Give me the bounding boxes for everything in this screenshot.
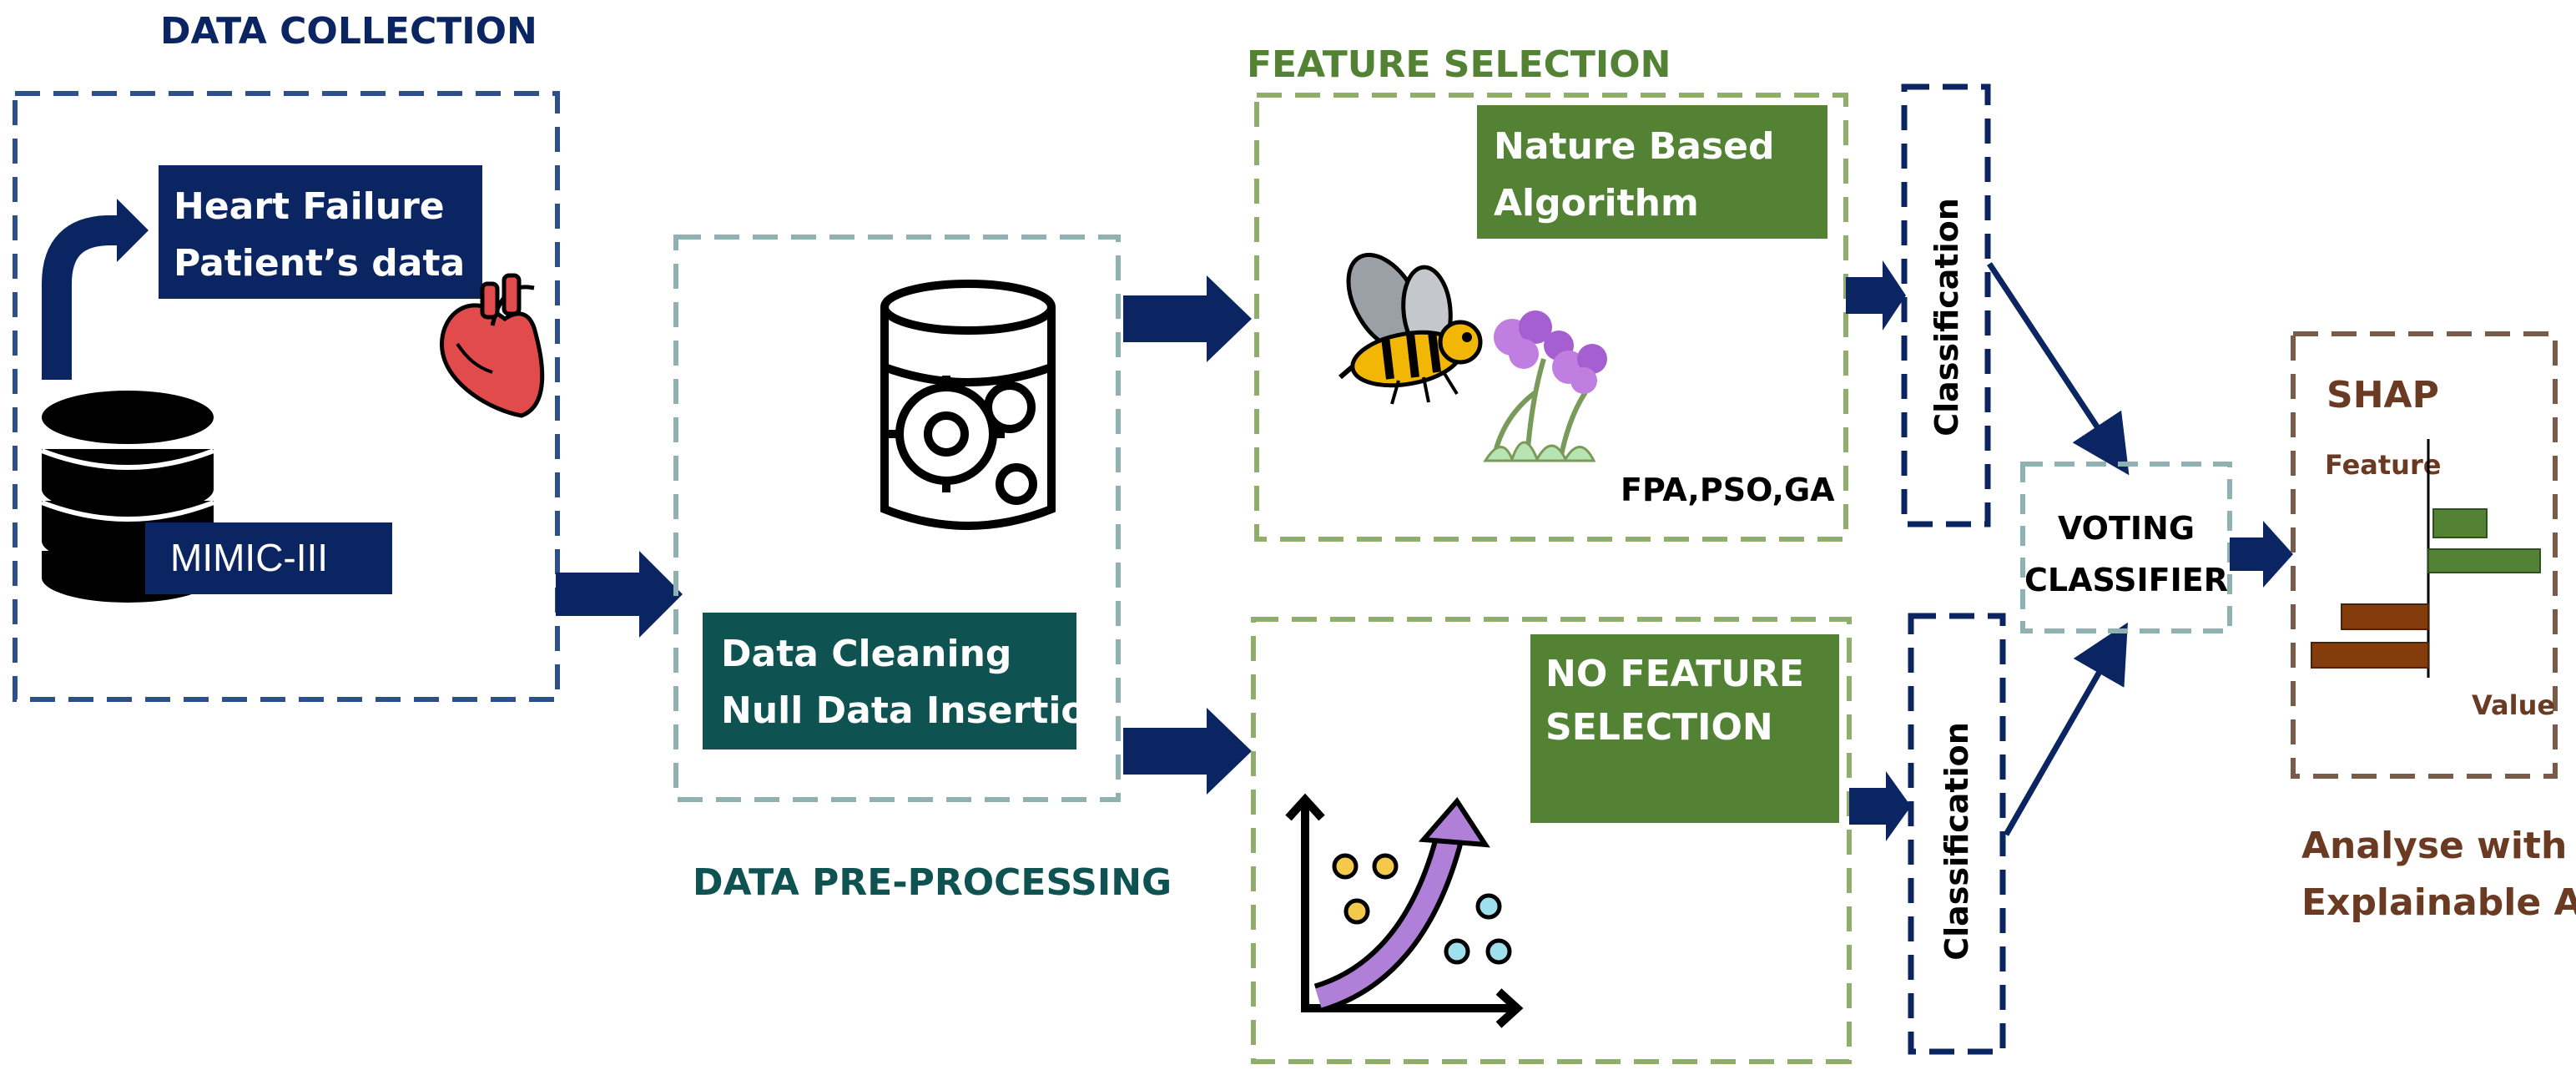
shap-frame xyxy=(2291,331,2558,779)
algorithm-list: FPA,PSO,GA xyxy=(1621,472,1835,508)
growth-chart-icon xyxy=(1285,793,1524,1028)
dataset-label: MIMIC-III xyxy=(170,536,328,579)
arrow-preprocessing-to-nofeature xyxy=(1123,708,1252,795)
shap-title: SHAP xyxy=(2326,374,2439,416)
shap-caption-line2: Explainable AI xyxy=(2301,881,2576,924)
nature-based-box xyxy=(1477,105,1827,239)
voting-line1: VOTING xyxy=(2058,510,2195,547)
flower-icon xyxy=(1483,310,1607,463)
no-feature-box xyxy=(1530,634,1839,823)
shap-value-label: Value xyxy=(2472,689,2555,721)
classification-label-top: Classification xyxy=(1928,198,1965,437)
patient-data-box xyxy=(159,165,482,299)
no-feature-line2: SELECTION xyxy=(1545,706,1773,749)
upload-arrow-icon xyxy=(42,199,149,380)
shap-feature-label: Feature xyxy=(2325,449,2441,481)
arrow-nature-to-classification xyxy=(1846,260,1906,331)
gear-database-icon xyxy=(880,280,1056,530)
heart-icon xyxy=(440,273,545,418)
arrow-voting-to-shap xyxy=(2230,521,2293,588)
patient-data-line2: Patient’s data xyxy=(174,242,465,285)
arrow-nofeature-to-classification xyxy=(1849,771,1911,841)
arrow-classification-bottom-to-voting xyxy=(2003,622,2128,836)
data-cleaning-box xyxy=(703,613,1076,749)
voting-classifier-frame xyxy=(2020,462,2232,633)
no-feature-frame xyxy=(1251,617,1852,1064)
arrow-classification-top-to-voting xyxy=(1987,262,2130,476)
classification-frame-top xyxy=(1901,83,1991,527)
nature-based-frame xyxy=(1254,93,1848,542)
no-feature-line1: NO FEATURE xyxy=(1545,653,1804,695)
dataset-box xyxy=(145,522,392,594)
classification-label-bottom: Classification xyxy=(1938,722,1975,961)
arrow-preprocessing-to-nature xyxy=(1123,275,1252,362)
voting-line2: CLASSIFIER xyxy=(2024,562,2228,598)
feature-selection-title: FEATURE SELECTION xyxy=(1247,43,1671,86)
classification-frame-bottom xyxy=(1908,613,2006,1055)
preprocessing-frame xyxy=(673,235,1121,802)
bee-icon xyxy=(1338,252,1483,405)
data-collection-frame xyxy=(13,91,560,702)
arrow-collection-to-preprocessing xyxy=(556,551,683,638)
data-collection-title: DATA COLLECTION xyxy=(160,10,537,53)
nature-based-line2: Algorithm xyxy=(1494,182,1699,225)
patient-data-line1: Heart Failure xyxy=(174,185,445,228)
nature-based-line1: Nature Based xyxy=(1494,125,1775,168)
shap-bar-chart-icon xyxy=(2311,439,2541,678)
shap-caption-line1: Analyse with xyxy=(2301,825,2567,867)
preprocessing-title: DATA PRE-PROCESSING xyxy=(693,861,1172,904)
data-cleaning-line1: Data Cleaning xyxy=(721,633,1011,675)
data-cleaning-line2: Null Data Insertion xyxy=(721,689,1112,732)
